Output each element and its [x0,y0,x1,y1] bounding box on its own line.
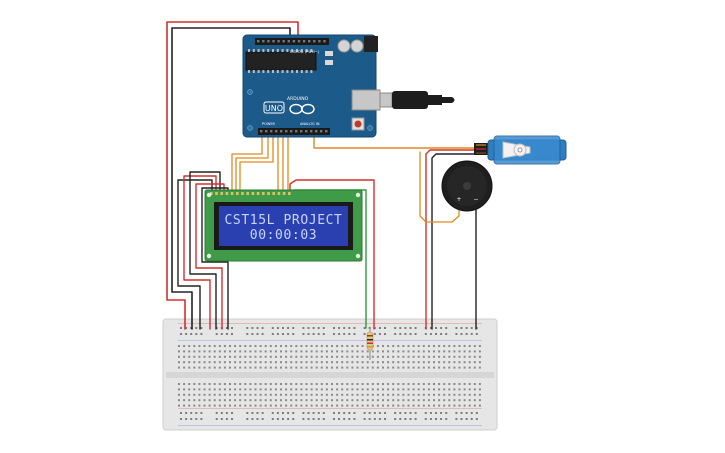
wire-black-servo [431,153,488,330]
lcd-line-1: CST15L PROJECT [225,213,343,228]
wire-red-lcd-4 [195,183,225,330]
atmega-chip [245,51,317,71]
piezo-buzzer[interactable]: + − [441,160,493,212]
wire-red-lcd-backlight [289,179,375,330]
analog-label: ANALOG IN [300,122,320,126]
buzzer-minus-label: − [473,196,478,203]
wire-orange-d1 [235,135,269,197]
power-analog-header [258,128,330,135]
lcd-module[interactable]: CST15L PROJECT 00:00:03 [204,189,363,262]
wire-black-lcd-1 [177,179,213,330]
wire-black-lcd-3 [189,171,221,330]
buzzer-plus-label: + [456,196,461,203]
usb-cable [379,91,455,109]
lcd-line-2: 00:00:03 [250,228,317,243]
wire-red-lcd-2 [183,175,217,330]
usb-port [351,89,381,111]
breadboard[interactable] [162,318,498,431]
arduino-uno-board[interactable]: UNO ARDUINO DIGITAL (PWM~) POWER ANALOG … [242,34,381,138]
wire-red-servo [425,149,488,330]
digital-label: DIGITAL (PWM~) [290,50,320,54]
capacitor [337,39,351,53]
capacitor [350,39,364,53]
wire-black-lcd-5 [201,187,229,330]
breadboard-holes [178,327,481,420]
power-label: POWER [262,122,276,126]
arduino-logo [289,103,315,115]
wire-orange-d3 [231,135,263,197]
resistor[interactable] [366,328,374,360]
wires [166,21,488,330]
wire-black-gnd [171,27,291,330]
wire-orange-buzzer [419,151,460,223]
lcd-pins [210,192,291,195]
brand-label: ARDUINO [287,96,309,102]
board-name: UNO [265,104,283,113]
lcd-screen [219,206,348,246]
digital-pins [257,40,326,43]
power-pins [260,130,328,133]
digital-header [255,38,329,45]
wire-red-5v [166,21,299,330]
wire-orange-servo [313,135,488,149]
servo-motor[interactable] [474,135,567,165]
wire-orange-d2 [239,135,274,197]
power-jack [364,36,378,52]
